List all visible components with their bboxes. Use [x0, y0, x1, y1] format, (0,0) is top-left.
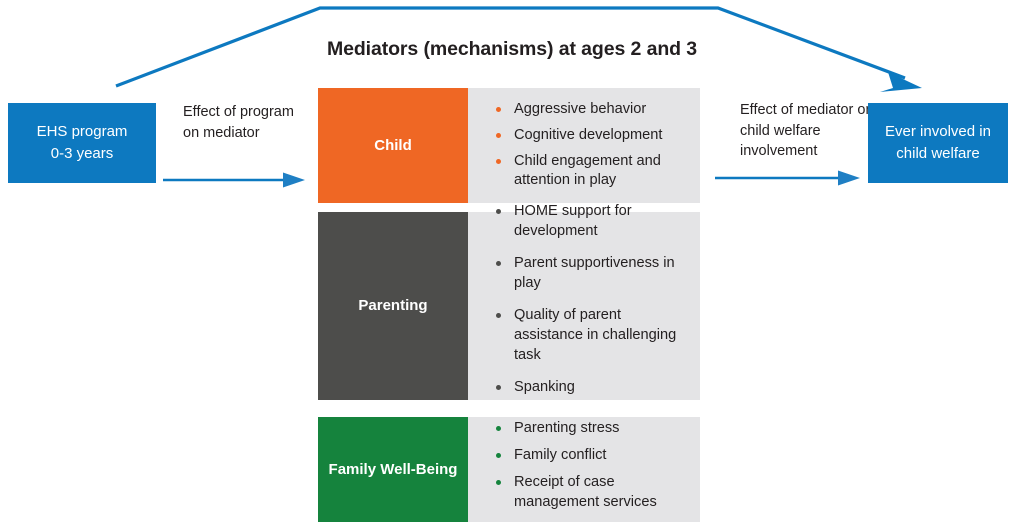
right-arrow-icon	[715, 170, 860, 186]
effect-of-mediator-on-child-welfare-label: Effect of mediator on child welfare invo…	[740, 102, 874, 160]
mediator-items-parenting: HOME support for development Parent supp…	[468, 203, 700, 400]
list-item: Family conflict	[482, 446, 690, 466]
mediator-row-child: Child Aggressive behavior Cognitive deve…	[318, 88, 700, 203]
ehs-program-box: EHS program 0-3 years	[8, 103, 156, 183]
mediator-items-child: Aggressive behavior Cognitive developmen…	[468, 88, 700, 203]
mediator-row-parenting: Parenting HOME support for development P…	[318, 203, 700, 400]
ever-involved-child-welfare-box: Ever involved in child welfare	[868, 103, 1008, 183]
list-item: Receipt of case management services	[482, 473, 690, 513]
mediator-label-parenting: Parenting	[318, 212, 468, 400]
right-arrow-icon	[163, 172, 305, 188]
list-item: Spanking	[482, 378, 690, 398]
list-item: Quality of parent assistance in challeng…	[482, 306, 690, 366]
outcome-line1: Ever involved in	[885, 123, 991, 141]
ehs-program-line2: 0-3 years	[50, 145, 114, 162]
list-item: Parenting stress	[482, 419, 690, 439]
mediator-label-child: Child	[318, 88, 468, 203]
list-item: Cognitive development	[482, 126, 690, 146]
page-title: Mediators (mechanisms) at ages 2 and 3	[326, 38, 698, 60]
list-item: HOME support for development	[482, 202, 690, 242]
list-item: Aggressive behavior	[482, 100, 690, 120]
list-item: Child engagement and attention in play	[482, 152, 690, 192]
ehs-program-line1: EHS program	[36, 123, 128, 141]
mediator-items-family-well-being: Parenting stress Family conflict Receipt…	[468, 417, 700, 522]
outcome-line2: child welfare	[896, 145, 980, 162]
mediator-label-family-well-being: Family Well-Being	[318, 417, 468, 522]
list-item: Parent supportiveness in play	[482, 254, 690, 294]
effect-of-program-on-mediator-label: Effect of program on mediator	[183, 104, 294, 141]
mediator-row-family-well-being: Family Well-Being Parenting stress Famil…	[318, 417, 700, 522]
